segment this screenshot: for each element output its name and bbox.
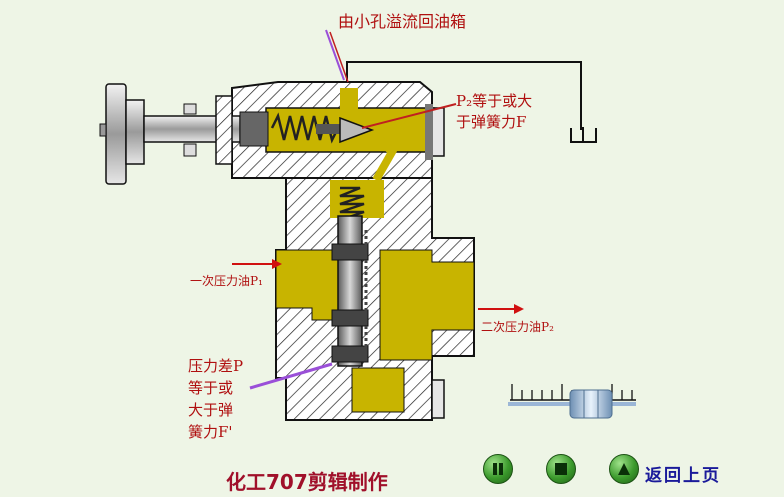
p2-label-pointer — [361, 103, 457, 129]
p2-condition-label-line2: 于弹簧力F — [456, 113, 527, 131]
stop-icon — [555, 463, 567, 475]
main-spool — [331, 215, 369, 367]
outlet-arrow — [478, 304, 524, 314]
primary-pressure-oil-label: 一次压力油P₁ — [190, 274, 263, 288]
p2-condition-label-line1: P₂等于或大 — [456, 92, 533, 110]
pressure-diff-label-line4: 簧力F' — [188, 423, 233, 441]
play-icon — [618, 463, 630, 475]
speed-slider-handle[interactable] — [569, 389, 613, 419]
top-label-pointer — [325, 29, 349, 83]
pilot-spring — [270, 112, 346, 144]
main-valve-body — [275, 137, 475, 421]
secondary-pressure-oil-label: 二次压力油P₂ — [481, 320, 554, 334]
back-to-previous-page-link[interactable]: 返回上页 — [645, 466, 721, 486]
pressure-diff-label-line2: 等于或 — [188, 379, 234, 397]
pause-button[interactable] — [483, 454, 513, 484]
adjusting-handwheel — [99, 83, 269, 185]
stop-button[interactable] — [546, 454, 576, 484]
dp-label-pointer — [249, 362, 333, 390]
overflow-to-tank-label: 由小孔溢流回油箱 — [338, 12, 467, 31]
pressure-diff-label-line1: 压力差P — [188, 357, 244, 375]
inlet-arrow — [232, 259, 282, 269]
pressure-diff-label-line3: 大于弹 — [188, 401, 234, 419]
pilot-cone-valve — [339, 116, 375, 144]
pause-icon — [493, 463, 503, 475]
tank-return-line — [346, 61, 597, 143]
credit-text: 化工707剪辑制作 — [226, 470, 388, 494]
play-button[interactable] — [609, 454, 639, 484]
